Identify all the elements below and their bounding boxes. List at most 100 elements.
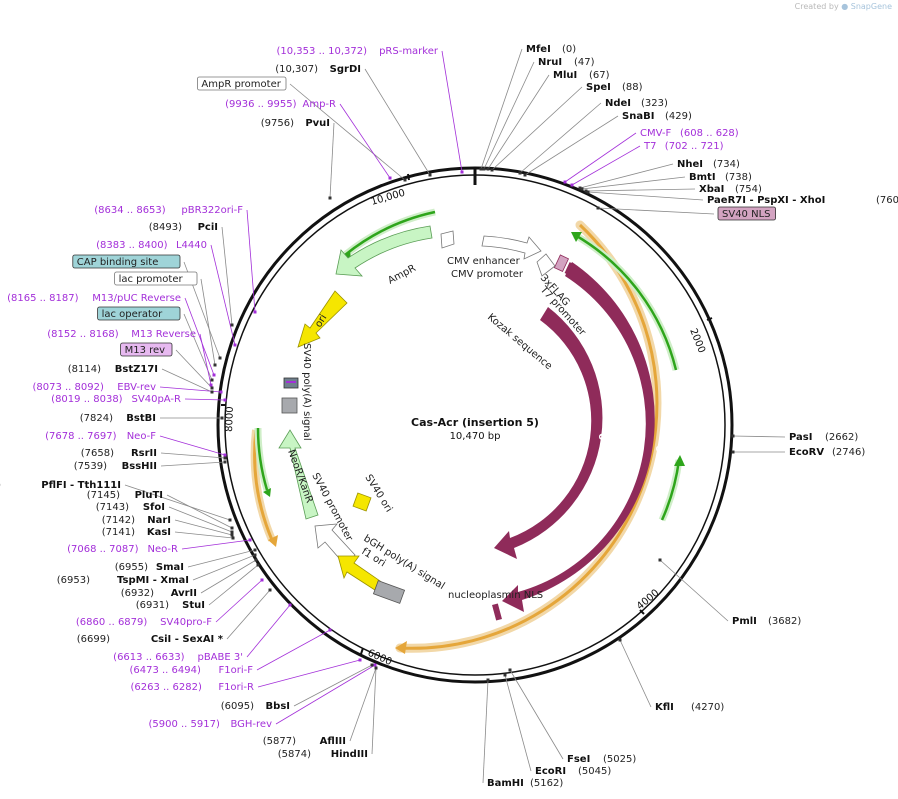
mark-pcii: [230, 323, 234, 327]
leader-pbabe-3: [246, 604, 291, 658]
name-smai: SmaI: [156, 562, 184, 573]
name-bsshii: BssHII: [122, 461, 157, 472]
label-ampr-promoter: AmpR promoter: [201, 79, 281, 90]
3xflag-block: [553, 254, 570, 272]
num-rsrii: (7658): [81, 448, 114, 459]
mark-m13-puc-reverse: [212, 373, 216, 377]
bgh-polya-block: [372, 580, 406, 604]
leader-fsei: [509, 669, 564, 760]
green-arc-upper-arrowhead: [571, 232, 582, 242]
green-arc-left: [256, 427, 269, 491]
box-ampr-promoter: [196, 76, 287, 91]
mark-nari: [230, 533, 234, 537]
label-cap-binding-site: CAP binding site: [77, 257, 159, 268]
name-bamhi: BamHI: [487, 778, 524, 789]
neor-kanr-arrow: [278, 429, 319, 520]
mark-pflfi-tth111i: [228, 518, 232, 522]
leader-sv40pro-f: [215, 579, 263, 623]
num-f1ori-f: (6473 .. 6494): [129, 665, 201, 676]
mark-pmli: [658, 558, 662, 562]
num-f1ori-r: (6263 .. 6282): [130, 682, 202, 693]
box-sv40-nls: [717, 206, 776, 221]
leader-ecori: [504, 674, 532, 772]
mark-cap-binding-site: [218, 356, 222, 360]
mark-lac-promoter: [213, 363, 217, 367]
name-pflfi-tth111i: PflFI - Tth111I: [41, 480, 121, 491]
num-prs-marker: (10,353 .. 10,372): [277, 46, 368, 57]
num-t7: (702 .. 721): [665, 141, 724, 152]
num-neo-r: (7068 .. 7087): [67, 544, 139, 555]
tick-label-2000: 2000: [687, 327, 707, 355]
name-bstbi: BstBI: [126, 413, 156, 424]
name-prs-marker: pRS-marker: [379, 46, 439, 57]
mark-xbai: [584, 189, 588, 193]
green-arc-top: [344, 210, 436, 256]
mark-pvui: [328, 196, 332, 200]
name-f1ori-r: F1ori-R: [218, 682, 254, 693]
num-ndei: (323): [641, 98, 668, 109]
label-lac-promoter: lac promoter: [119, 274, 184, 285]
num-amp-r: (9936 .. 9955): [225, 99, 297, 110]
leader-mfei: [480, 48, 523, 170]
box-lac-operator: [97, 306, 181, 321]
mark-kasi: [231, 536, 235, 540]
leader-neo-f: [159, 435, 226, 456]
name-f1ori-f: F1ori-F: [219, 665, 254, 676]
num-m13-reverse: (8152 .. 8168): [47, 329, 119, 340]
name-pluti: PluTI: [135, 490, 163, 501]
leader-xbai: [585, 188, 696, 192]
leader-csii-sexai: [226, 589, 271, 640]
mark-tspmi-xmai: [253, 553, 257, 557]
leader-sgrdi: [364, 68, 431, 176]
label-cmv-enhancer: CMV enhancer: [447, 256, 521, 267]
mark-pbr322ori-f: [253, 310, 257, 314]
mark-ampr-promoter: [403, 178, 407, 182]
leader-sv40-nls: [597, 207, 715, 215]
name-ecori: EcoRI: [535, 766, 566, 777]
mark-sv40-nls: [596, 206, 600, 210]
mark-amp-r: [388, 176, 392, 180]
name-t7: T7: [643, 141, 656, 152]
name-rsrii: RsrII: [131, 448, 157, 459]
leader-bbsi: [293, 664, 373, 707]
name-bbsi: BbsI: [266, 701, 290, 712]
name-bgh-rev: BGH-rev: [230, 719, 272, 730]
leader-m13-puc-reverse: [184, 297, 215, 376]
mark-pbabe-3: [288, 603, 292, 607]
name-hindiii: HindIII: [331, 749, 368, 760]
leader-bsshii: [160, 461, 226, 467]
mark-mlui: [486, 167, 490, 171]
leader-spei: [491, 86, 583, 171]
num-pluti: (7145): [87, 490, 120, 501]
cmv-promoter-arrow: [536, 253, 556, 277]
leader-stui: [208, 564, 259, 606]
name-amp-r: Amp-R: [303, 99, 337, 110]
num-snabi: (429): [665, 111, 692, 122]
num-avrii: (6932): [121, 588, 154, 599]
cas9-outer-arrow: [502, 262, 655, 612]
snapgene-logo-icon: ●: [841, 2, 849, 11]
brand-name: SnapGene: [850, 2, 892, 11]
leader-kfli: [619, 639, 652, 708]
green-arc-upper: [574, 233, 678, 371]
mark-sv40pa-r: [223, 398, 227, 402]
green-arc-left-arrowhead: [263, 488, 271, 497]
num-mlui: (67): [589, 70, 610, 81]
label-cmv-promoter: CMV promoter: [451, 269, 524, 280]
num-bstbi: (7824): [80, 413, 113, 424]
leader-sv40pa-r: [184, 398, 226, 401]
name-pmli: PmlI: [732, 616, 757, 627]
mark-ecori: [503, 673, 507, 677]
mark-pasi: [731, 434, 735, 438]
leader-mlui: [487, 74, 550, 170]
leader-m13-rev: [175, 349, 213, 389]
leader-nari: [174, 519, 233, 536]
leader-t7: [571, 145, 641, 186]
num-bgh-rev: (5900 .. 5917): [148, 719, 220, 730]
name-sv40pa-r: SV40pA-R: [132, 394, 181, 405]
num-mfei: (0): [562, 44, 576, 55]
mark-m13-rev: [210, 386, 214, 390]
num-nrui: (47): [574, 57, 595, 68]
leader-bamhi: [482, 679, 489, 784]
